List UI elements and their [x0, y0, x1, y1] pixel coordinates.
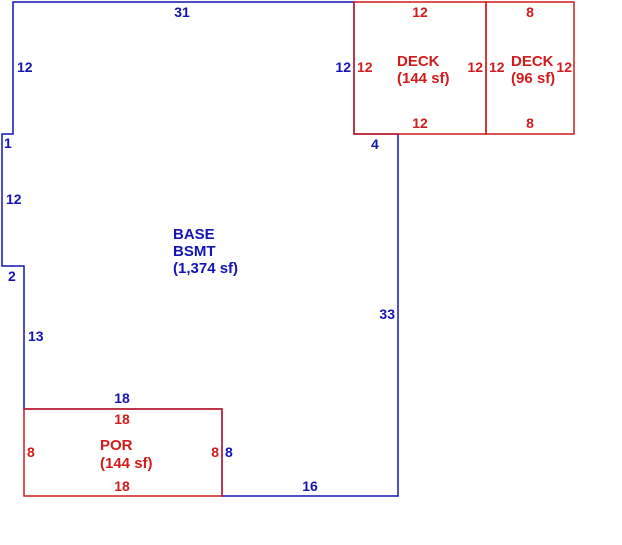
base-dim-right: 33: [379, 306, 395, 322]
base-dim-right-step: 4: [371, 136, 379, 152]
deck-1-dim-right: 12: [467, 59, 483, 75]
base-area-size: (1,374 sf): [173, 260, 238, 277]
porch-dim-left: 8: [27, 444, 35, 460]
porch-dim-right: 8: [211, 444, 219, 460]
base-area-subname: BSMT: [173, 243, 216, 260]
deck-1-dim-bottom: 12: [412, 115, 428, 131]
deck-1-area: (144 sf): [397, 70, 450, 87]
porch-area: (144 sf): [100, 455, 153, 472]
deck-2-dim-top: 8: [526, 4, 534, 20]
base-dim-porch-right: 8: [225, 444, 233, 460]
porch-outline: [23, 408, 223, 497]
deck-2-area: (96 sf): [511, 70, 555, 87]
deck-1-name: DECK: [397, 53, 440, 70]
base-dim-notch-top: 1: [4, 135, 12, 151]
deck-2-name: DECK: [511, 53, 554, 70]
base-dim-top: 31: [174, 4, 190, 20]
base-dim-porch-top: 18: [114, 390, 130, 406]
porch-dim-top: 18: [114, 411, 130, 427]
deck-1-dim-left: 12: [357, 59, 373, 75]
deck-2-dim-right: 12: [556, 59, 572, 75]
deck-1-dim-top: 12: [412, 4, 428, 20]
deck-2-outline: [485, 1, 575, 135]
base-dim-left-mid: 12: [6, 191, 22, 207]
base-dim-left-lower: 13: [28, 328, 44, 344]
deck-2-dim-bottom: 8: [526, 115, 534, 131]
porch-name: POR: [100, 437, 133, 454]
base-dim-right-deck-edge: 12: [335, 59, 351, 75]
base-area-name: BASE: [173, 226, 215, 243]
porch-dim-bottom: 18: [114, 478, 130, 494]
base-dim-bottom: 16: [302, 478, 318, 494]
base-dim-left-upper: 12: [17, 59, 33, 75]
deck-2-dim-left: 12: [489, 59, 505, 75]
base-dim-notch-bottom: 2: [8, 268, 16, 284]
